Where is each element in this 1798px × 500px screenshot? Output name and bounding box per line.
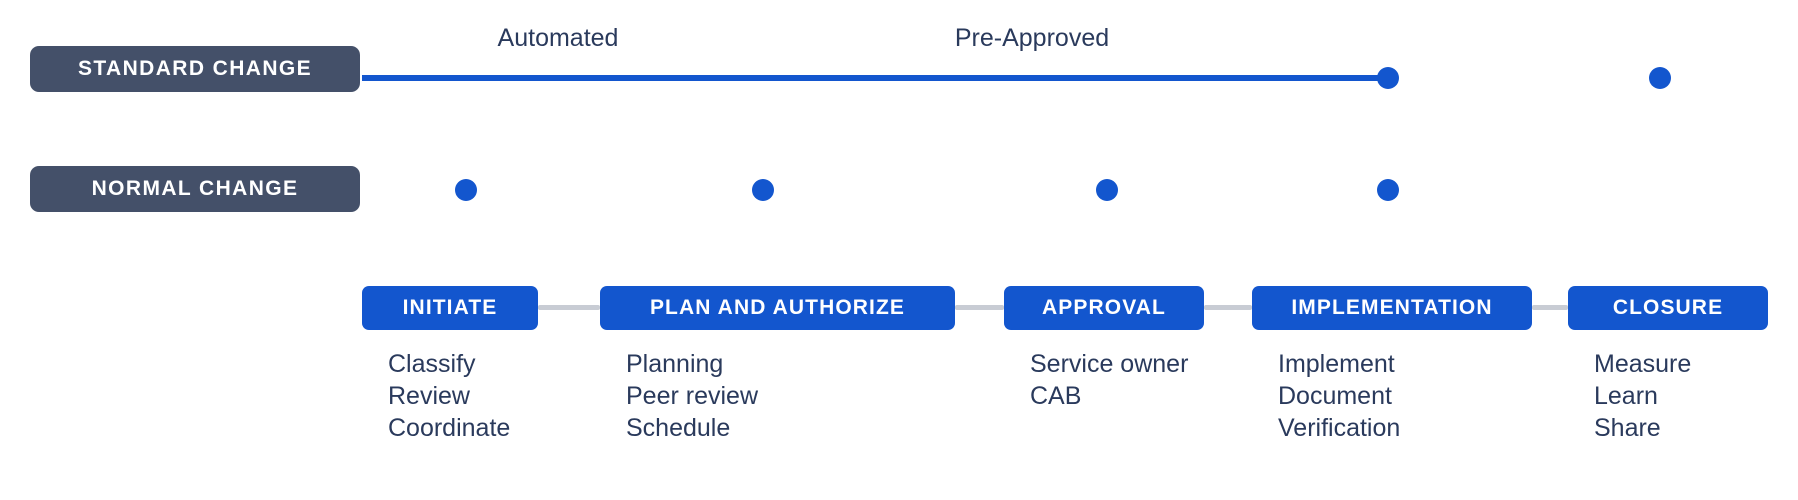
standard-change-annotation: Automated <box>497 24 619 52</box>
stage-button-label: CLOSURE <box>1612 296 1724 319</box>
stage-detail-item: Schedule <box>626 414 731 442</box>
stage-connector <box>1204 305 1252 310</box>
stage-connector <box>1532 305 1568 310</box>
stage-detail-item: Share <box>1594 414 1661 442</box>
stage-detail-item: Review <box>388 382 470 410</box>
stage-button-label: INITIATE <box>402 296 498 319</box>
standard-change-node-1[interactable] <box>1377 67 1399 89</box>
lane-label-standard-change-text: STANDARD CHANGE <box>77 57 313 80</box>
lane-label-normal-change-text: NORMAL CHANGE <box>91 177 299 200</box>
stage-detail-item: Classify <box>388 350 476 378</box>
stage-button-label: IMPLEMENTATION <box>1291 296 1493 319</box>
stage-detail-item: Verification <box>1278 414 1401 442</box>
stage-connector <box>955 305 1004 310</box>
stage-button-label: APPROVAL <box>1042 296 1166 319</box>
standard-change-node-2[interactable] <box>1649 67 1671 89</box>
standard-change-annotation: Pre-Approved <box>954 24 1110 52</box>
lane-label-normal-change: NORMAL CHANGE <box>30 166 360 212</box>
normal-change-node-2[interactable] <box>752 179 774 201</box>
stage-detail-item: Document <box>1278 382 1392 410</box>
stage-button-initiate[interactable]: INITIATE <box>362 286 538 330</box>
stage-detail-item: Implement <box>1278 350 1395 378</box>
stage-button-label: PLAN AND AUTHORIZE <box>649 296 906 319</box>
normal-change-node-1[interactable] <box>455 179 477 201</box>
stage-detail-item: CAB <box>1030 382 1082 410</box>
stage-detail-item: Peer review <box>626 382 758 410</box>
stage-button-closure[interactable]: CLOSURE <box>1568 286 1768 330</box>
stage-button-approval[interactable]: APPROVAL <box>1004 286 1204 330</box>
standard-change-solid-line <box>362 75 1388 81</box>
stage-detail-item: Learn <box>1594 382 1658 410</box>
normal-change-node-3[interactable] <box>1096 179 1118 201</box>
stage-button-plan-and-authorize[interactable]: PLAN AND AUTHORIZE <box>600 286 955 330</box>
stage-detail-item: Measure <box>1594 350 1692 378</box>
stage-detail-item: Coordinate <box>388 414 511 442</box>
lane-label-standard-change: STANDARD CHANGE <box>30 46 360 92</box>
normal-change-node-4[interactable] <box>1377 179 1399 201</box>
stage-button-implementation[interactable]: IMPLEMENTATION <box>1252 286 1532 330</box>
stage-detail-item: Service owner <box>1030 350 1189 378</box>
stage-connector <box>538 305 600 310</box>
stage-detail-item: Planning <box>626 350 724 378</box>
